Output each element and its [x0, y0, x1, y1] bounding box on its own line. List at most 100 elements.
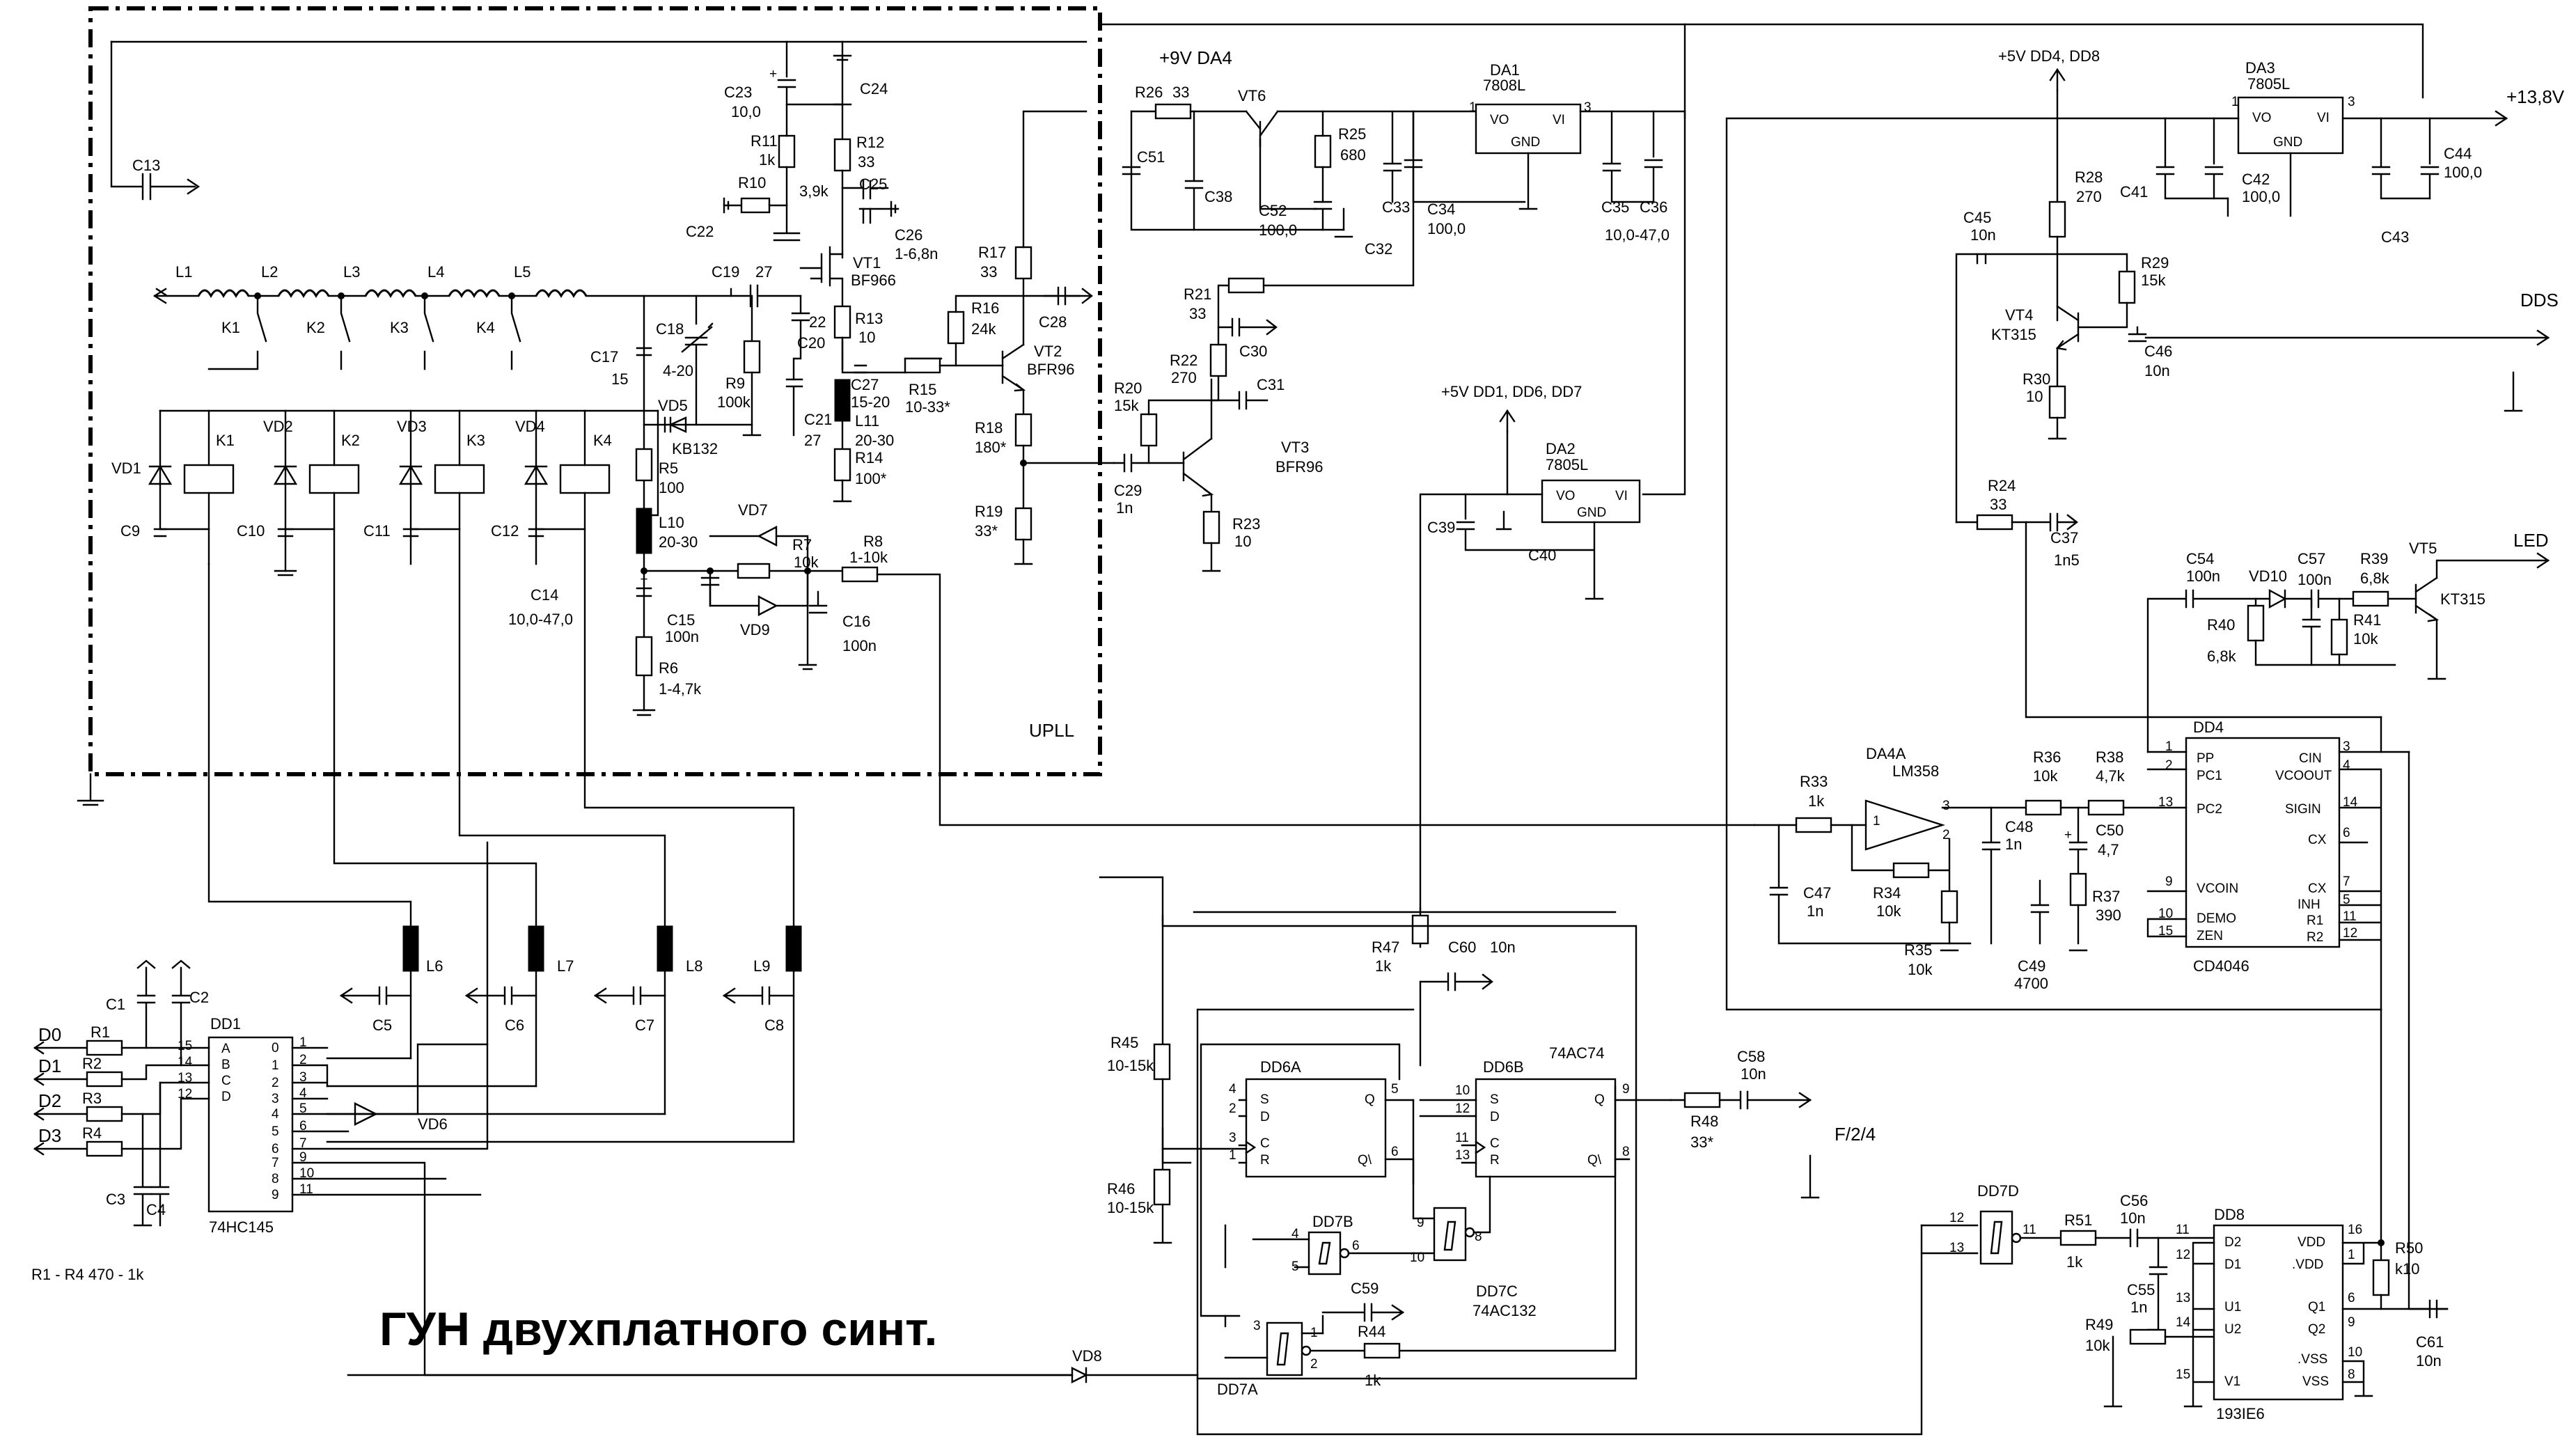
svg-text:100: 100 [659, 479, 684, 496]
svg-text:10,0-47,0: 10,0-47,0 [508, 611, 573, 628]
svg-text:27: 27 [804, 432, 821, 449]
svg-text:C39: C39 [1427, 519, 1455, 536]
svg-text:D0: D0 [38, 1024, 61, 1045]
svg-text:100,0: 100,0 [2444, 164, 2482, 181]
svg-text:9: 9 [1417, 1216, 1424, 1230]
svg-text:6: 6 [2348, 1291, 2355, 1305]
varicap-section: C17 15 R5 100 L10 20-30 + C14 10,0-47,0 … [508, 263, 832, 716]
svg-text:8: 8 [2348, 1367, 2355, 1382]
svg-text:D: D [221, 1090, 231, 1104]
svg-text:10,0-47,0: 10,0-47,0 [1605, 226, 1670, 244]
svg-text:20-30: 20-30 [659, 533, 698, 551]
svg-text:VT1: VT1 [853, 254, 881, 272]
svg-text:5: 5 [1391, 1082, 1399, 1097]
vt3-stage: C29 1n R20 15k VT3 BFR96 R22 270 R21 33 … [1113, 110, 1415, 572]
svg-text:10n: 10n [2416, 1352, 2442, 1370]
svg-text:13: 13 [178, 1071, 192, 1085]
svg-text:K2: K2 [306, 319, 325, 336]
svg-text:1: 1 [2165, 739, 2173, 754]
svg-text:D1: D1 [38, 1055, 61, 1076]
svg-text:12: 12 [2343, 926, 2357, 941]
svg-text:15: 15 [178, 1039, 192, 1053]
svg-text:R30: R30 [2023, 370, 2050, 388]
svg-text:3: 3 [2343, 739, 2350, 754]
svg-text:K4: K4 [476, 319, 495, 336]
svg-text:DA1: DA1 [1490, 61, 1520, 79]
svg-text:C21: C21 [804, 411, 832, 428]
svg-text:6,8k: 6,8k [2207, 648, 2237, 665]
dd1-pin-number: 9 [299, 1150, 307, 1165]
svg-text:VD10: VD10 [2249, 567, 2287, 585]
svg-text:1: 1 [2348, 1248, 2355, 1262]
svg-text:7805L: 7805L [2247, 75, 2290, 93]
svg-text:VT2: VT2 [1034, 343, 1062, 360]
svg-text:11: 11 [2343, 909, 2357, 924]
svg-text:DD4: DD4 [2193, 719, 2224, 736]
svg-text:10: 10 [1234, 533, 1251, 550]
svg-text:CIN: CIN [2299, 751, 2322, 766]
svg-text:V1: V1 [2224, 1374, 2240, 1389]
svg-text:Q: Q [1365, 1092, 1375, 1107]
vt4-dds-stage: R28 270 C45 10n R29 15k VT4 KT315 R30 10… [1955, 89, 2559, 719]
loop-filter: R33 1k 1 3 2 DA4A LM358 C47 1n R34 10k R… [1753, 745, 2160, 992]
bias-section: VD7 R7 10k VD9 C15 100n R8 1-10k C16 100… [641, 501, 1756, 826]
svg-text:VT4: VT4 [2005, 306, 2033, 324]
svg-text:10: 10 [1455, 1083, 1470, 1098]
svg-text:R8: R8 [863, 533, 883, 550]
svg-text:+9V DA4: +9V DA4 [1159, 47, 1232, 68]
svg-text:13: 13 [2158, 795, 2173, 810]
svg-text:L9: L9 [753, 957, 770, 975]
svg-text:10-15k: 10-15k [1107, 1057, 1154, 1074]
svg-text:100,0: 100,0 [1427, 220, 1466, 237]
svg-text:C52: C52 [1259, 202, 1287, 219]
svg-text:KT315: KT315 [2440, 590, 2485, 608]
svg-text:15k: 15k [1114, 397, 1139, 414]
svg-text:16: 16 [2348, 1223, 2362, 1237]
svg-text:33: 33 [858, 153, 874, 171]
svg-text:DDS: DDS [2520, 290, 2559, 311]
svg-text:L8: L8 [686, 957, 702, 975]
svg-text:33: 33 [1990, 496, 2006, 513]
svg-text:R9: R9 [725, 375, 745, 392]
svg-text:C23: C23 [724, 84, 752, 101]
dd1-pin-number: 5 [299, 1101, 307, 1116]
svg-text:C41: C41 [2120, 183, 2148, 201]
svg-text:2: 2 [1310, 1357, 1318, 1372]
svg-text:100,0: 100,0 [2242, 188, 2280, 205]
supply-5v-analog: +5V DD4, DD8 DA3 7805L VO VI GND 1 3 +13… [1725, 47, 2565, 1011]
svg-text:R22: R22 [1170, 352, 1197, 369]
svg-text:VI: VI [2317, 111, 2330, 125]
svg-text:10n: 10n [2144, 362, 2170, 379]
svg-text:3: 3 [2348, 95, 2355, 109]
svg-text:6: 6 [2343, 826, 2350, 840]
svg-text:12: 12 [2176, 1248, 2190, 1262]
svg-text:F/2/4: F/2/4 [1835, 1124, 1876, 1145]
svg-text:R49: R49 [2085, 1316, 2113, 1333]
svg-text:KB132: KB132 [672, 440, 718, 457]
svg-text:13: 13 [1455, 1148, 1470, 1163]
svg-text:PP: PP [2197, 751, 2214, 766]
svg-text:R20: R20 [1114, 379, 1142, 397]
svg-text:R7: R7 [792, 536, 812, 554]
svg-text:8: 8 [1622, 1145, 1630, 1159]
svg-text:R24: R24 [1988, 477, 2016, 494]
svg-text:C19: C19 [712, 263, 739, 281]
svg-text:DD6A: DD6A [1260, 1058, 1301, 1076]
svg-text:1-10k: 1-10k [849, 549, 888, 566]
svg-text:LM358: LM358 [1892, 762, 1939, 780]
svg-text:C61: C61 [2416, 1333, 2444, 1351]
dd1-pin-number: 6 [299, 1119, 307, 1133]
svg-text:BFR96: BFR96 [1027, 361, 1074, 378]
svg-text:4700: 4700 [2014, 975, 2048, 992]
svg-text:CX: CX [2308, 833, 2327, 847]
svg-text:10: 10 [2026, 388, 2043, 405]
svg-text:R: R [1490, 1153, 1500, 1168]
svg-text:L7: L7 [557, 957, 574, 975]
svg-text:10k: 10k [1876, 902, 1901, 920]
svg-text:GND: GND [1511, 135, 1540, 150]
svg-text:VD7: VD7 [738, 501, 768, 519]
svg-text:DD1: DD1 [210, 1015, 241, 1033]
svg-text:R14: R14 [855, 449, 883, 466]
vt2-stage: R15 10-33* R16 24k VT2 BFR96 R17 33 C28 … [904, 110, 1115, 565]
